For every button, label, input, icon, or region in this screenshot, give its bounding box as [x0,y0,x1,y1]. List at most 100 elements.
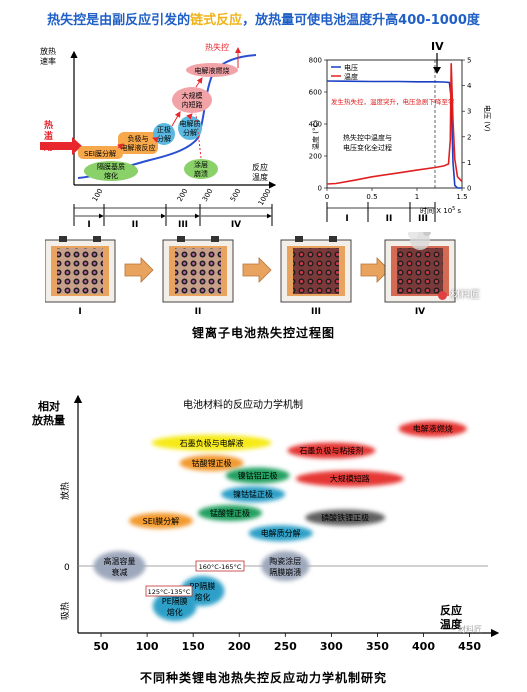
headline-part3: ，放热量可使电池温度升高400-1000度 [242,13,480,28]
stage-label-iii: III [178,220,188,230]
chart2-xtick-label: 200 [228,640,251,653]
short-node-label-1: 大规模 [182,91,203,100]
chart1-xtick-label: 0 [325,193,329,201]
d1-x-label-1: 反应 [252,162,268,172]
chart2-xlabel-2: 温度 [440,617,463,631]
bubble-label: 钴酸锂正极 [192,458,232,468]
chart2-xtick-label: 250 [274,640,297,653]
chart1-ytick-label: 200 [309,153,322,161]
separator-melt-node [84,161,138,181]
link-sei-anode [117,143,124,150]
separator-melt-label-2: 熔化 [104,171,118,180]
burn-node [186,63,238,77]
heat-abuse-label-2: 滥 [44,130,53,142]
cell-label-ii: II [195,307,202,317]
legend-temp: 温度 [344,72,358,81]
chart2-endo-label: 吸热 [59,602,71,620]
headline: 热失控是由副反应引发的链式反应，放热量可使电池温度升高400-1000度 [0,9,527,28]
bubble-label: 镍钴铝正极 [238,471,278,481]
cathode-node-label-2: 分解 [157,134,171,143]
chart1-xlabel-exp: 5 [452,206,455,212]
cell-label-i: I [78,307,81,317]
chart1-xlabel-unit: s [457,207,461,215]
chart2-xtick-label: 450 [458,640,481,653]
chart2-xtick-label: 50 [93,640,109,653]
cell-stage-i [45,236,116,303]
bubble-label: 大规模短路 [330,474,370,484]
short-node-label-2: 内短路 [182,100,203,109]
bubble-大规模短路 [295,470,404,487]
bubble-锰酸锂正极 [198,504,263,521]
chart2-title: 电池材料的反应动力学机制 [183,398,303,411]
chart1-marker-arrowhead [433,67,441,74]
stage-label-ii: II [132,220,139,230]
bubble-label: 石墨负极与电解液 [180,438,244,448]
temp-tick-1000: 1000 [257,188,273,207]
watermark-1: 材料匠 [438,286,480,301]
chart1-stage-i: I [345,214,348,224]
chart2-watermark: 材料匠 [458,624,482,634]
anode-node-label-1: 负极与 [128,134,149,143]
short-node [172,87,212,113]
box-160-165 [195,560,245,572]
bubble-钴酸锂正极 [179,455,244,472]
link-anode-cathode [152,137,159,143]
stage-band: I II III IV [73,204,273,230]
bubble-石墨负极与粘接剂 [287,442,376,459]
d1-y-label-1: 放热 [40,46,56,56]
chart2-exo-label: 放热 [59,482,71,500]
headline-part1: 热失控是由副反应引发的 [47,13,191,28]
chart1-ytick-label: 400 [309,121,322,129]
bubble-label: 衰减 [111,567,127,577]
electrolyte-node-label-2: 分解 [183,128,197,137]
bubble-label: 熔化 [194,592,210,602]
chart2-xlabel-1: 反应 [440,603,462,617]
chart2-ylabel-2: 放热量 [31,413,65,427]
bubble-label: 陶瓷涂层 [269,556,301,566]
stage-label-iv: IV [231,220,241,230]
chart1-ytick-label: 600 [309,89,322,97]
coating-collapse-node [184,159,218,179]
runaway-chain-diagram: 放热 速率 反应 温度 热 滥 用 热失控 SEI膜分解 负极与 电解液反应 隔… [40,42,277,230]
burn-node-label: 电解液燃烧 [195,66,230,75]
voltage-line [326,80,462,189]
caption-1: 锂离子电池热失控过程图 [191,326,335,340]
bubble-电解质分解 [248,525,313,542]
coating-collapse-label-1: 涂层 [194,160,208,169]
cell-arrow-2 [242,257,272,283]
bubble-高温容量衰减 [93,551,146,581]
heat-abuse-label-1: 热 [44,119,53,131]
chart2-xtick-label: 150 [182,640,205,653]
bubble-SEI膜分解 [128,512,193,529]
chart1-yrtick-label: 3 [467,108,471,116]
link-short-burn [195,77,203,88]
cathode-node-label-1: 正极 [157,125,171,134]
caption-2: 不同种类锂电池热失控反应动力学机制研究 [139,671,387,685]
bubble-磷酸铁锂正极 [305,509,386,526]
legend-voltage: 电压 [344,63,358,72]
chart2-xtick-label: 300 [320,640,343,653]
separator-melt-label-1: 隔膜基质 [97,162,125,171]
watermark-icon [438,290,447,300]
chart1-yrtick-label: 0 [467,185,471,193]
chart1-note-1: 热失控中温度与 [343,133,392,142]
box-125-135 [145,585,193,597]
bubble-label: 锰酸锂正极 [210,508,250,518]
sei-node-label: SEI膜分解 [84,149,116,158]
cell-label-iii: III [311,307,321,317]
link-coating-short [195,113,202,159]
bubble-label: PE隔膜 [162,596,188,606]
cell-stage-iii [280,236,352,303]
box-160-165-label: 160°C-165°C [199,563,242,571]
electrolyte-node [178,116,202,140]
chart1-yrtick-label: 2 [467,133,471,141]
d1-y-label-2: 速率 [40,56,56,66]
chart1-stage-ii: II [386,214,393,224]
bubble-电解液燃烧 [398,420,467,437]
chart1-xtick-label: 0.5 [366,193,377,201]
chart2-ylabel-1: 相对 [38,399,60,413]
chart2-xtick-label: 350 [366,640,389,653]
